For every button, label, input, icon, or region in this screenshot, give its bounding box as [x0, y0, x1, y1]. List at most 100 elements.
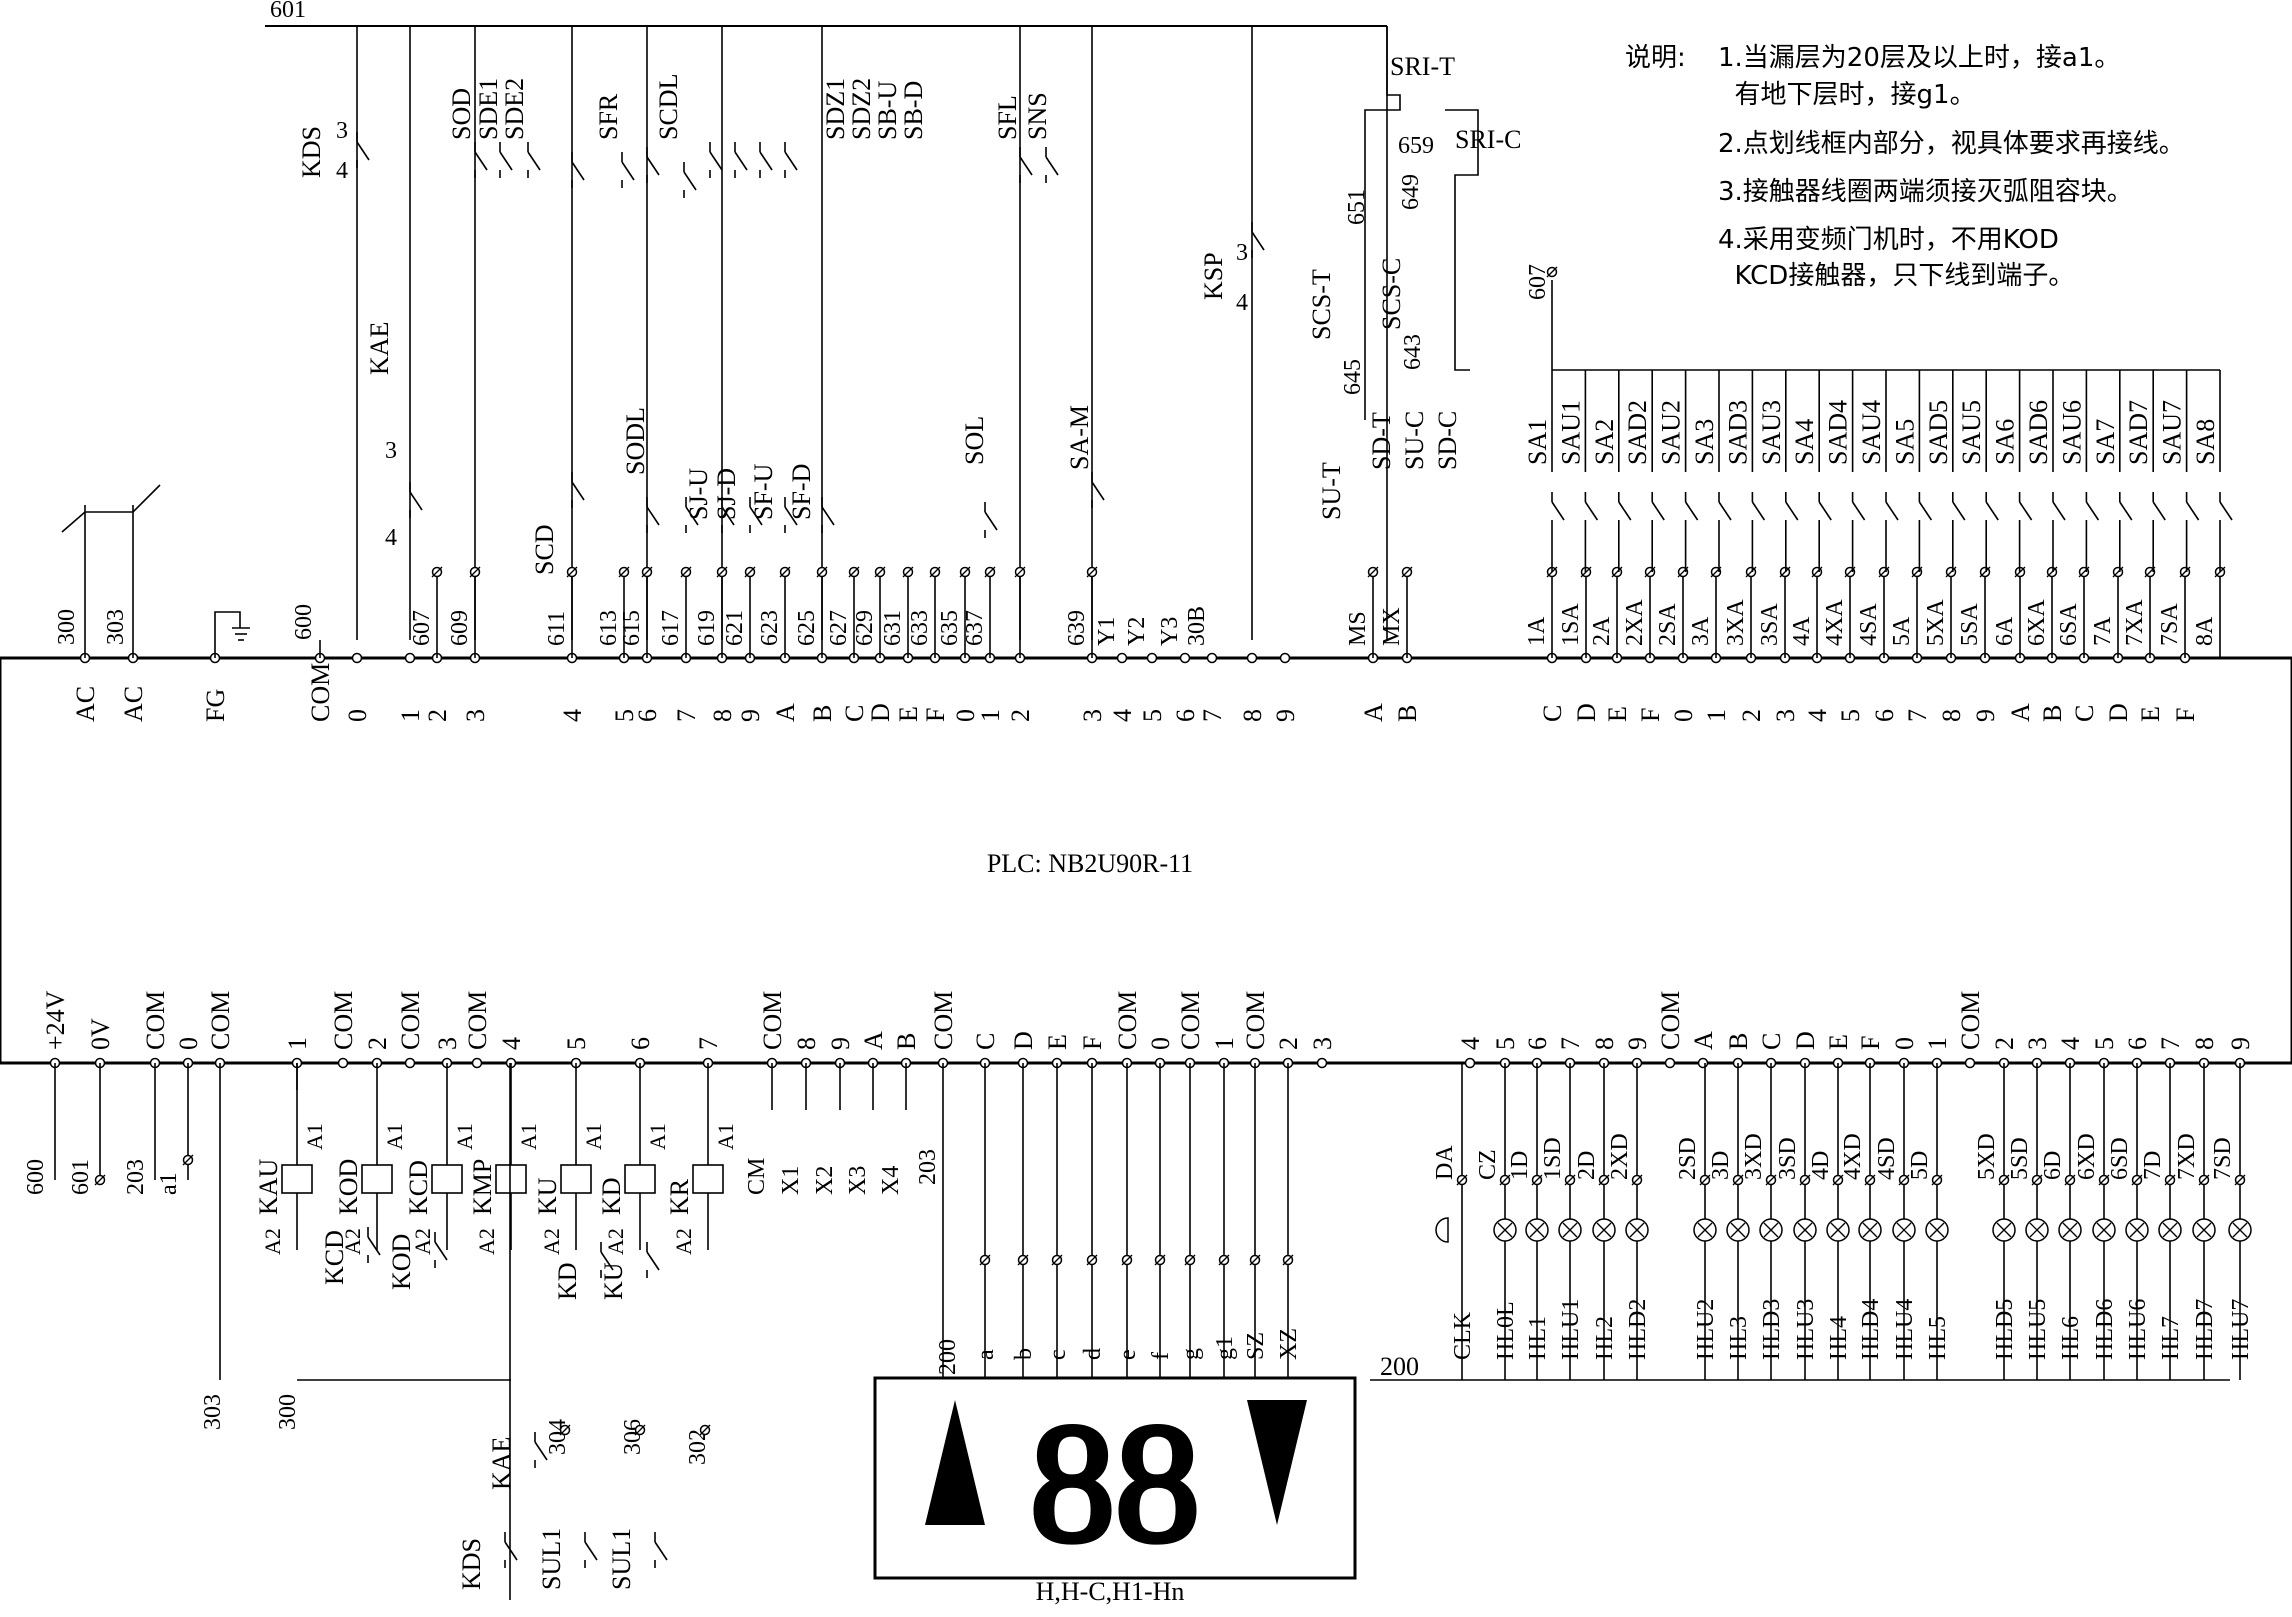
device-label-SA5: SA5 — [1890, 419, 1919, 465]
wire-number-label: 631 — [880, 610, 906, 646]
bottom-terminal-label: 7 — [2156, 1037, 2185, 1050]
fg-wire — [214, 611, 241, 658]
sa-contact — [1885, 501, 1899, 521]
bottom-terminal-label: +24V — [41, 990, 70, 1050]
device-label-SAU2: SAU2 — [1657, 400, 1686, 465]
wire-number-label: X4 — [878, 1166, 904, 1195]
wire-node-tick — [716, 566, 728, 578]
device-label-SA8: SA8 — [2191, 419, 2220, 465]
wire-node-tick — [2031, 1174, 2043, 1186]
wire-number-label: Y2 — [1124, 617, 1150, 646]
device-label-SD-C: SD-C — [1433, 411, 1462, 470]
top-terminal-label: 4 — [1108, 709, 1137, 722]
relay-label-KOD: KOD — [334, 1159, 363, 1215]
bottom-terminal-label: 9 — [1623, 1037, 1652, 1050]
wire-node-tick — [1531, 1174, 1543, 1186]
wire-number-label: 300 — [275, 1394, 301, 1430]
top-terminal-label: 9 — [1971, 709, 2000, 722]
pin-number: 4 — [1236, 290, 1248, 316]
device-label-SAD3: SAD3 — [1723, 400, 1752, 465]
pin-number: 649 — [1398, 174, 1424, 210]
bottom-terminal-label: E — [1043, 1034, 1072, 1050]
relay-coil — [281, 1164, 313, 1194]
wire-number-label: X1 — [778, 1166, 804, 1195]
device-label-SAU1: SAU1 — [1556, 400, 1585, 465]
device-label-SD-T: SD-T — [1367, 412, 1396, 470]
wire-node-tick — [1998, 1174, 2010, 1186]
wire-node-tick — [431, 566, 443, 578]
lamp-cross — [2062, 1222, 2078, 1238]
device-label-SDE2: SDE2 — [500, 78, 529, 140]
top-terminal-label: 9 — [736, 709, 765, 722]
wire-number-label: 617 — [658, 610, 684, 646]
top-terminal-label: C — [1538, 705, 1567, 722]
plc-top-terminal — [1279, 652, 1291, 664]
device-label-SAD2: SAD2 — [1623, 400, 1652, 465]
interlock-contact — [534, 1441, 548, 1461]
device-label-SCD: SCD — [530, 524, 559, 575]
switch-contact — [571, 161, 585, 181]
top-terminal-label: 6 — [1870, 709, 1899, 722]
lamp-label-HLU4: HLU4 — [1892, 1299, 1918, 1360]
pin-number: 3 — [336, 118, 348, 144]
wire-node-tick — [1249, 1254, 1261, 1266]
wire-number-label: 4D — [1808, 1151, 1834, 1180]
device-label-SRI-C: SRI-C — [1455, 125, 1521, 154]
display-caption: H,H-C,H1-Hn — [1036, 1577, 1185, 1606]
device-label-SAU3: SAU3 — [1757, 400, 1786, 465]
device-label-SDZ2: SDZ2 — [847, 78, 876, 140]
interlock-label: KOD — [387, 1234, 416, 1290]
plc-body — [0, 656, 2292, 1065]
switch-contact — [1091, 481, 1105, 501]
bottom-terminal-label: D — [1791, 1031, 1820, 1050]
wire-node-tick — [2179, 566, 2191, 578]
wire-node-tick — [1765, 1174, 1777, 1186]
bottom-terminal-label: COM — [1956, 991, 1985, 1050]
plc-bottom-terminal — [404, 1057, 416, 1069]
bottom-terminal-label: 7 — [1556, 1037, 1585, 1050]
wire-node-tick — [2131, 1174, 2143, 1186]
lamp-label-HLD7: HLD7 — [2192, 1299, 2218, 1360]
wire-number-label: 615 — [619, 610, 645, 646]
interlock-contact — [600, 1251, 614, 1271]
top-terminal-label: D — [2104, 703, 2133, 722]
relay-pin: A2 — [539, 1228, 564, 1255]
switch-contact — [759, 151, 773, 171]
wire-node-tick — [1086, 566, 1098, 578]
bottom-terminal-label: COM — [1113, 991, 1142, 1050]
wire-node-tick — [929, 566, 941, 578]
device-label-SAU5: SAU5 — [1957, 400, 1986, 465]
interlock-contact — [584, 1541, 598, 1561]
top-terminal-label: 0 — [951, 709, 980, 722]
relay-pin: A1 — [516, 1123, 541, 1150]
sa-contact — [1851, 501, 1866, 521]
bottom-terminal-label: 2 — [363, 1037, 392, 1050]
bottom-terminal-label: 6 — [1523, 1037, 1552, 1050]
plc-bottom-terminal — [1464, 1057, 1476, 1069]
wire-number-label: 633 — [907, 610, 933, 646]
switch-contact — [734, 151, 748, 171]
switch-contact — [709, 151, 723, 171]
wire-number-label: 2SA — [1655, 603, 1681, 646]
top-terminal-label: 2 — [423, 709, 452, 722]
bottom-terminal-label: B — [1724, 1033, 1753, 1050]
lamp-label-HLD2: HLD2 — [1625, 1299, 1651, 1360]
plc-top-terminal — [1146, 652, 1158, 664]
wire-node-tick — [1598, 1174, 1610, 1186]
interlock-label: SUL1 — [537, 1528, 566, 1590]
top-terminal-label: 3 — [1771, 709, 1800, 722]
lamp-cross — [2162, 1222, 2178, 1238]
note-line: 有地下层时，接g1。 — [1718, 80, 1976, 110]
wire-number-label: 7A — [2090, 616, 2116, 646]
wire-number-label: 2XD — [1607, 1133, 1633, 1180]
plc-bottom-terminal — [471, 1057, 483, 1069]
top-terminal-label: 7 — [1903, 709, 1932, 722]
wire-node-tick — [699, 1424, 711, 1436]
wire-number-label: 7XD — [2174, 1133, 2200, 1180]
top-terminal-label: F — [1636, 708, 1665, 722]
wire-number-label: 607 — [409, 610, 435, 646]
relay-pin: A2 — [671, 1228, 696, 1255]
bottom-terminal-label: B — [892, 1033, 921, 1050]
wire-node-tick — [566, 566, 578, 578]
bottom-terminal-label: D — [1009, 1031, 1038, 1050]
